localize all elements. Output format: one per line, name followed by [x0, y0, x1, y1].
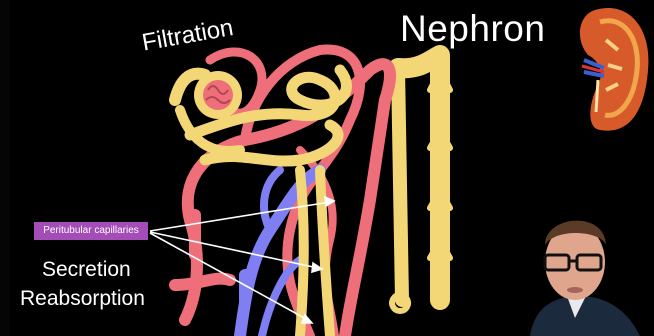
secretion-label: Secretion: [42, 258, 131, 282]
collecting-duct: [392, 55, 450, 311]
glomerulus: [194, 71, 242, 119]
kidney-illustration: [580, 8, 649, 131]
reabsorption-label: Reabsorption: [20, 287, 145, 311]
slide-title: Nephron: [400, 8, 545, 50]
presenter-photo: [520, 200, 654, 336]
peritubular-capillaries-label: Peritubular capillaries: [34, 222, 148, 240]
